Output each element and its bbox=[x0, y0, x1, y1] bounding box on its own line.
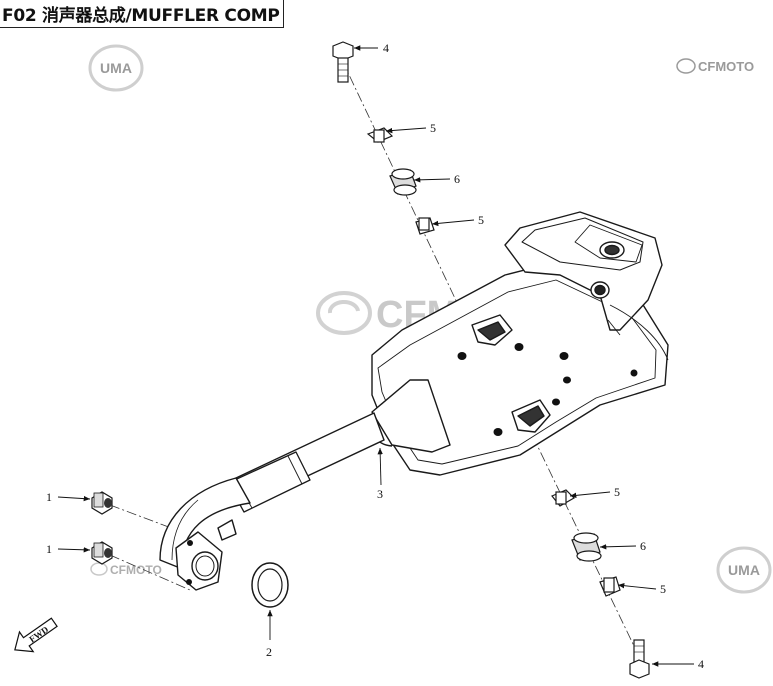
callout-labels: 4 5 6 5 3 1 1 2 5 6 5 4 bbox=[46, 41, 704, 671]
uma-logo-bottom: UMA bbox=[716, 546, 772, 594]
callout-1-b: 1 bbox=[46, 542, 52, 556]
callout-6-a: 6 bbox=[454, 172, 460, 186]
callout-4-top: 4 bbox=[383, 41, 389, 55]
collar-bottom bbox=[599, 576, 621, 597]
callout-5-c: 5 bbox=[614, 485, 620, 499]
uma-logo-bottom-text: UMA bbox=[728, 562, 760, 578]
callout-5-b: 5 bbox=[478, 213, 484, 227]
washer-top bbox=[366, 127, 394, 143]
uma-logo-top: UMA bbox=[88, 44, 144, 92]
top-hardware bbox=[332, 41, 435, 235]
cfmoto-logo-top: CFMOTO bbox=[676, 58, 754, 74]
leader-lines bbox=[57, 45, 694, 667]
grommet-top bbox=[389, 168, 417, 196]
cfmoto-logo-small: CFMOTO bbox=[90, 562, 162, 577]
washer-bottom-a bbox=[551, 489, 575, 507]
exhaust-pipe bbox=[159, 379, 451, 591]
callout-4-bottom: 4 bbox=[698, 657, 704, 671]
fwd-arrow: FWD bbox=[14, 617, 58, 653]
bottom-hardware bbox=[551, 489, 650, 679]
muffler-body bbox=[371, 211, 669, 476]
diagram-title: F02 消声器总成/MUFFLER COMP bbox=[2, 6, 280, 26]
cfmoto-logo-small-text: CFMOTO bbox=[110, 563, 162, 577]
grommet-bottom bbox=[571, 532, 602, 562]
callout-3: 3 bbox=[377, 487, 383, 501]
nut-upper bbox=[91, 491, 113, 515]
callout-1-a: 1 bbox=[46, 490, 52, 504]
nut-lower bbox=[91, 541, 113, 565]
uma-logo-text: UMA bbox=[100, 60, 132, 76]
callout-5-d: 5 bbox=[660, 582, 666, 596]
cfmoto-logo-top-text: CFMOTO bbox=[698, 59, 754, 74]
gasket bbox=[251, 562, 289, 608]
bolt-bottom bbox=[629, 639, 650, 679]
callout-5-a: 5 bbox=[430, 121, 436, 135]
title-box: F02 消声器总成/MUFFLER COMP bbox=[0, 0, 284, 28]
nuts bbox=[91, 491, 113, 565]
bolt-top bbox=[332, 41, 354, 83]
callout-2: 2 bbox=[266, 645, 272, 659]
callout-6-b: 6 bbox=[640, 539, 646, 553]
collar-top bbox=[415, 217, 435, 235]
